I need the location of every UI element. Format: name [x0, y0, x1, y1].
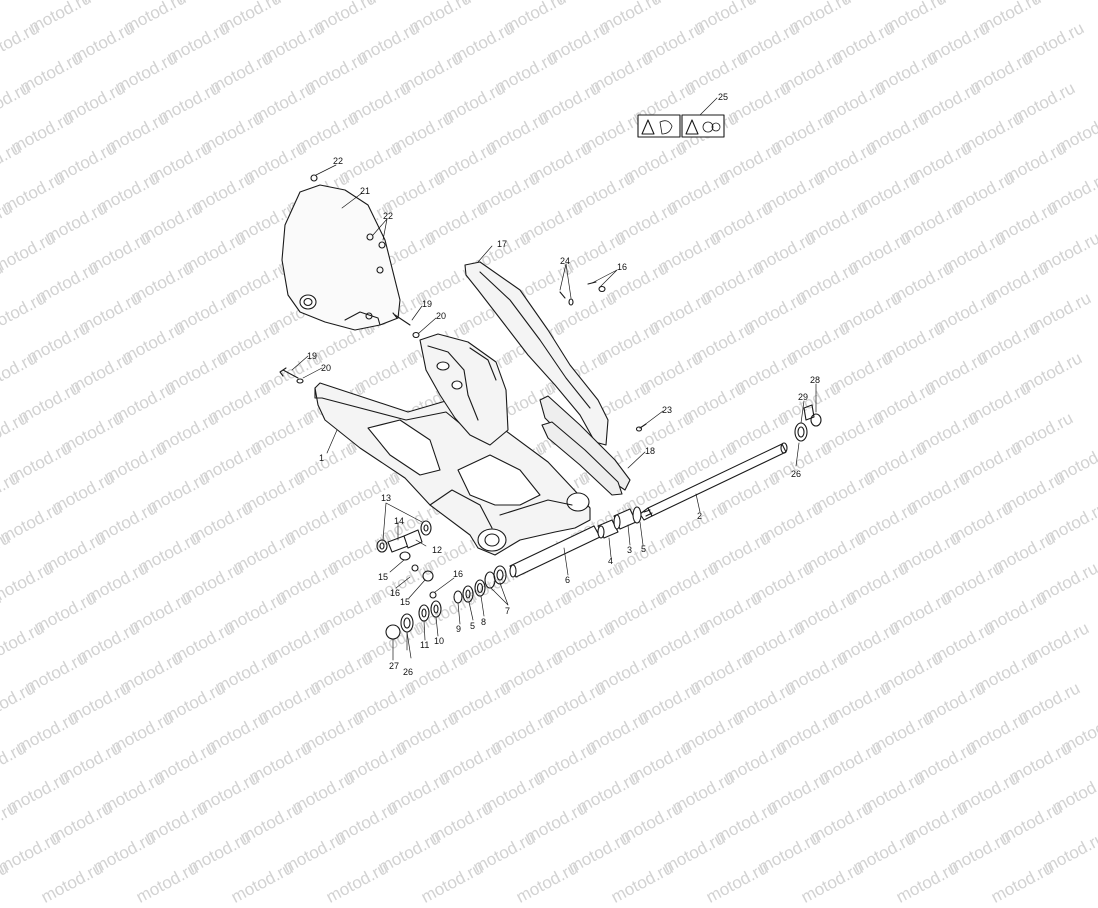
callout-22-side: 22 — [383, 211, 394, 221]
callout-19-lower: 19 — [307, 351, 318, 361]
watermark-text: motod.ru — [38, 858, 107, 907]
swingarm-part — [314, 382, 591, 556]
rear-fender-part — [281, 184, 401, 331]
callout-20-lower: 20 — [321, 363, 332, 373]
callout-8: 8 — [481, 617, 487, 627]
watermark-text: motod.ru — [470, 828, 539, 877]
chain-guard-part — [464, 261, 609, 446]
callout-24: 24 — [560, 256, 571, 266]
callout-19-upper: 19 — [422, 299, 433, 309]
watermark-text: motod.ru — [375, 828, 444, 877]
watermark-text: motod.ru — [755, 828, 824, 877]
link-pin-parts — [376, 520, 437, 599]
callout-15-lower: 15 — [400, 597, 411, 607]
callout-4: 4 — [608, 556, 614, 566]
callout-5-pivot: 5 — [641, 544, 647, 554]
callout-1: 1 — [319, 453, 325, 463]
watermark-text: motod.ru — [185, 828, 254, 877]
callout-28: 28 — [810, 375, 821, 385]
callout-12: 12 — [432, 545, 443, 555]
callout-leaders — [291, 97, 817, 661]
chain-slider-part — [539, 395, 631, 496]
callout-6: 6 — [565, 575, 571, 585]
warning-chain-icon — [685, 119, 699, 135]
watermark-text: motod.ru — [90, 828, 159, 877]
callout-17: 17 — [497, 239, 508, 249]
exploded-view-drawing — [279, 97, 822, 661]
callout-18: 18 — [645, 446, 656, 456]
callout-3: 3 — [627, 545, 633, 555]
callout-22-top: 22 — [333, 156, 344, 166]
watermark-text: motod.ru — [133, 858, 202, 907]
callout-2: 2 — [697, 511, 703, 521]
warning-decal-part — [637, 114, 725, 138]
watermark-text: motod.ru — [513, 858, 582, 907]
callout-15-upper: 15 — [378, 572, 389, 582]
watermark-text: motod.ru — [945, 828, 1014, 877]
callout-10: 10 — [434, 636, 445, 646]
callout-9: 9 — [456, 624, 462, 634]
watermark-text: motod.ru — [798, 858, 867, 907]
watermark-text: motod.ru — [988, 858, 1057, 907]
watermark-text: motod.ru — [228, 858, 297, 907]
adjuster-parts — [385, 404, 822, 640]
warning-manual-icon — [641, 119, 655, 135]
pivot-shaft-part — [639, 442, 788, 521]
callout-16-left: 16 — [390, 588, 401, 598]
callout-16-mid: 16 — [453, 569, 464, 579]
callout-27: 27 — [389, 661, 400, 671]
callout-25: 25 — [718, 92, 729, 102]
watermark-text: motod.ru — [703, 858, 772, 907]
watermark-text: motod.ru — [608, 858, 677, 907]
callout-14: 14 — [394, 516, 405, 526]
watermark-text: motod.ru — [893, 858, 962, 907]
callout-13: 13 — [381, 493, 392, 503]
callout-26-right: 26 — [791, 469, 802, 479]
swingarm-bracket — [419, 333, 509, 446]
watermark-text: motod.ru — [1040, 828, 1098, 877]
watermark-text: motod.ru — [565, 828, 634, 877]
callout-21: 21 — [360, 186, 371, 196]
watermark-text: motod.ru — [850, 828, 919, 877]
watermark-text: motod.ru — [660, 828, 729, 877]
watermark-text: motod.ru — [0, 828, 64, 877]
watermark-text: motod.ru — [0, 858, 12, 907]
callout-16-top: 16 — [617, 262, 628, 272]
bushing-parts — [597, 506, 642, 539]
watermark-text: motod.ru — [418, 858, 487, 907]
callout-11: 11 — [420, 640, 430, 650]
callout-7: 7 — [505, 606, 511, 616]
watermark-text: motod.ru — [323, 858, 392, 907]
callout-23: 23 — [662, 405, 673, 415]
callout-29: 29 — [798, 392, 809, 402]
callout-20-upper: 20 — [436, 311, 447, 321]
callout-5-seal: 5 — [470, 621, 476, 631]
watermark-text: motod.ru — [280, 828, 349, 877]
callout-26-left: 26 — [403, 667, 414, 677]
